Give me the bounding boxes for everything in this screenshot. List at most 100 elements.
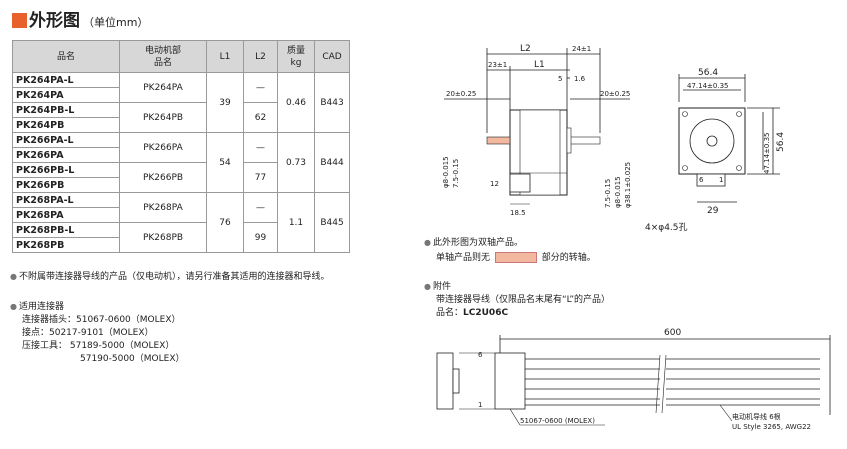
dim-18-5: 18.5 <box>510 209 526 217</box>
note-no-connector: 不附属带连接器导线的产品（仅电动机），请另行准备其适用的连接器和导线。 <box>10 270 330 284</box>
header-mass: 质量 kg <box>277 40 315 73</box>
dim-7-5-right: 7.5-0.15 <box>604 179 612 208</box>
part-number-cell: PK266PA <box>12 147 120 163</box>
part-number-cell: PK264PA-L <box>12 72 120 88</box>
dim-12: 12 <box>490 180 499 188</box>
accessory-part: LC2U06C <box>463 308 509 318</box>
dim-l1: L1 <box>534 60 545 70</box>
header-l1: L1 <box>206 40 244 73</box>
header-part-name: 品名 <box>12 40 120 73</box>
cad-cell: B444 <box>314 132 350 193</box>
l1-cell: 39 <box>206 72 244 133</box>
motor-name-cell: PK268PA <box>119 192 207 223</box>
dim-47-14: 47.14±0.35 <box>687 82 729 90</box>
part-number-cell: PK266PB <box>12 177 120 193</box>
dim-29: 29 <box>707 206 719 216</box>
mass-cell: 1.1 <box>277 192 315 253</box>
mounting-holes: 4×φ4.5孔 <box>645 222 688 233</box>
motor-name-cell: PK264PB <box>119 102 207 133</box>
dim-5: 5 <box>558 75 562 83</box>
part-number-cell: PK264PB <box>12 117 120 133</box>
dim-phi8-left: φ8-0.015 <box>442 156 450 188</box>
l2-cell: 77 <box>243 162 278 193</box>
mass-cell: 0.73 <box>277 132 315 193</box>
connector-line: 压接工具： 57189-5000（MOLEX） <box>22 341 175 351</box>
dim-phi8-right: φ8-0.015 <box>614 176 622 208</box>
shaft-notes: 此外形图为双轴产品。 单轴产品则无 部分的转轴。 <box>424 236 596 265</box>
connector-pin-1: 1 <box>719 176 723 184</box>
l2-cell: — <box>243 72 278 103</box>
section-title: 外形图 （单位mm） <box>12 6 148 31</box>
highlight-swatch <box>494 252 537 263</box>
part-number-cell: PK268PA <box>12 207 120 223</box>
connector-title: 适用连接器 <box>10 300 185 314</box>
single-shaft-pre: 单轴产品则无 <box>436 253 491 263</box>
motor-name-cell: PK266PA <box>119 132 207 163</box>
single-shaft-post: 部分的转轴。 <box>541 253 596 263</box>
motor-front-view-drawing: 56.4 47.14±0.35 47.14±0.35 56.4 6 1 29 4… <box>645 68 785 233</box>
dim-1-6: 1.6 <box>574 75 586 83</box>
l2-cell: 99 <box>243 222 278 253</box>
dual-shaft-note: 此外形图为双轴产品。 <box>424 236 596 250</box>
connector-line: 57190-5000（MOLEX） <box>80 354 185 364</box>
dim-20-left: 20±0.25 <box>446 90 476 98</box>
connector-line: 接点：50217-9101（MOLEX） <box>22 328 154 338</box>
cable-pin-6: 6 <box>478 351 483 359</box>
table-row: PK268PB <box>12 237 350 253</box>
accessory-part-label: 品名： <box>436 308 464 318</box>
part-number-cell: PK268PB-L <box>12 222 120 238</box>
l2-cell: — <box>243 192 278 223</box>
motor-name-cell: PK266PB <box>119 162 207 193</box>
header-l2: L2 <box>243 40 278 73</box>
cable-connector-part: 51067-0600 (MOLEX) <box>520 417 595 425</box>
l2-cell: — <box>243 132 278 163</box>
motor-name-cell: PK264PA <box>119 72 207 103</box>
lead-wire-drawing: 600 6 1 51067-0600 (MOLEX) 电动机导线 6根 UL S… <box>436 328 831 431</box>
part-number-cell: PK266PB-L <box>12 162 120 178</box>
part-number-cell: PK268PB <box>12 237 120 253</box>
dim-24: 24±1 <box>572 45 591 53</box>
dim-7-5-left: 7.5-0.15 <box>452 159 460 188</box>
cad-cell: B445 <box>314 192 350 253</box>
motor-name-cell: PK268PB <box>119 222 207 253</box>
l2-cell: 62 <box>243 102 278 133</box>
part-number-cell: PK264PB-L <box>12 102 120 118</box>
dim-l2: L2 <box>520 44 531 54</box>
accessory-desc: 带连接器导线（仅限品名末尾有“L”的产品） <box>436 295 610 305</box>
dim-47-14-vertical: 47.14±0.35 <box>763 133 771 175</box>
cad-cell: B443 <box>314 72 350 133</box>
cable-wire-spec: UL Style 3265, AWG22 <box>732 423 811 431</box>
part-number-cell: PK264PA <box>12 87 120 103</box>
dim-23: 23±1 <box>488 61 507 69</box>
dim-20-right: 20±0.25 <box>600 90 630 98</box>
section-unit: （单位mm） <box>83 16 149 29</box>
dim-phi38: φ38.1±0.025 <box>624 162 632 208</box>
l1-cell: 76 <box>206 192 244 253</box>
header-cad: CAD <box>314 40 350 73</box>
dim-56-4: 56.4 <box>698 68 718 78</box>
accessory-notes: 附件 带连接器导线（仅限品名末尾有“L”的产品） 品名：LC2U06C <box>424 280 610 320</box>
part-number-cell: PK268PA-L <box>12 192 120 208</box>
connector-line: 连接器插头：51067-0600（MOLEX） <box>22 315 181 325</box>
connector-pin-6: 6 <box>699 176 704 184</box>
mass-cell: 0.46 <box>277 72 315 133</box>
cable-length: 600 <box>664 328 681 338</box>
l1-cell: 54 <box>206 132 244 193</box>
rear-shaft-highlight <box>486 136 511 145</box>
accessory-title: 附件 <box>424 280 610 294</box>
dim-56-4-vertical: 56.4 <box>776 132 785 152</box>
section-title-text: 外形图 <box>29 11 80 31</box>
part-number-cell: PK266PA-L <box>12 132 120 148</box>
title-marker-icon <box>12 13 27 28</box>
connector-notes: 适用连接器 连接器插头：51067-0600（MOLEX） 接点：50217-9… <box>10 300 185 366</box>
cable-wire-label: 电动机导线 6根 <box>732 412 781 421</box>
cable-pin-1: 1 <box>478 401 482 409</box>
header-motor-name: 电动机部 品名 <box>119 40 207 73</box>
